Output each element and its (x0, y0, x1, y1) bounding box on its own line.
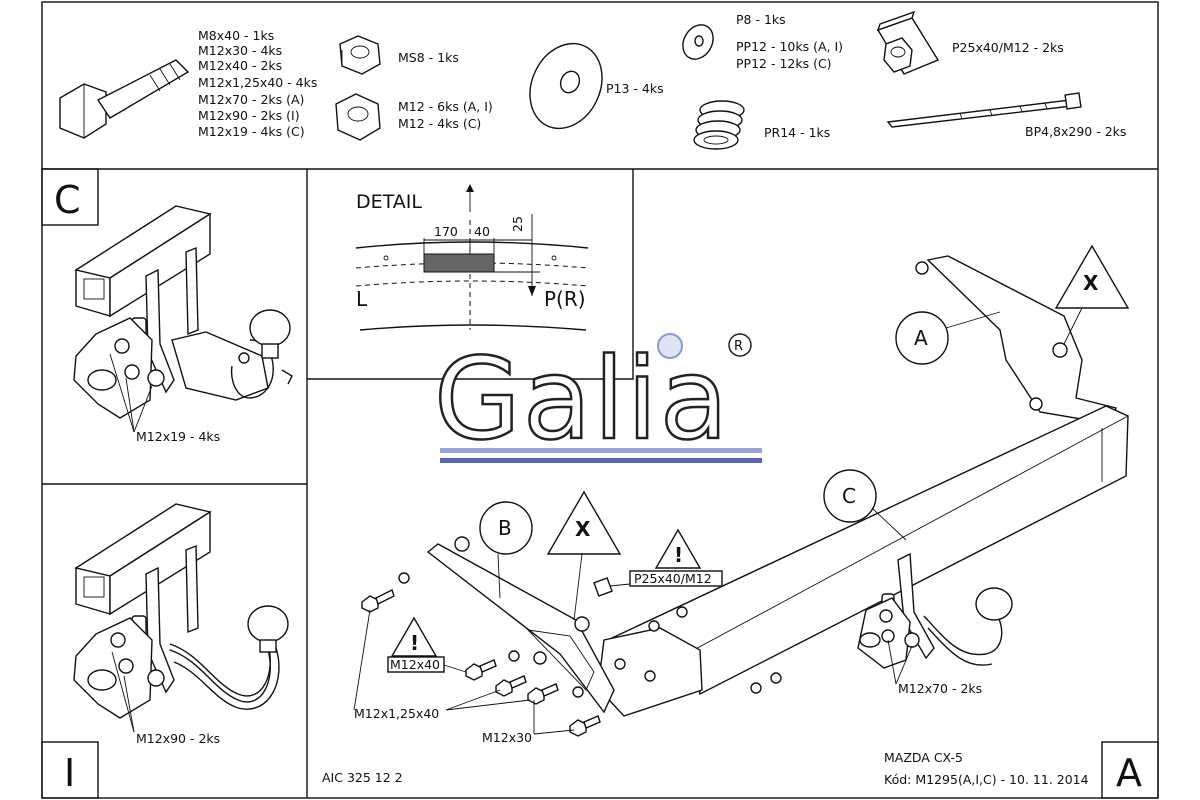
warning-bolt-icon: ! (387, 616, 467, 673)
detail-dimensions (423, 214, 540, 296)
footer-kod: Kód: M1295(A,I,C) - 10. 11. 2014 (884, 772, 1089, 787)
panel-c-callout: M12x19 - 4ks (136, 429, 220, 444)
spring-pr14-label: PR14 - 1ks (764, 125, 830, 140)
bolt-line-4: M12x1,25x40 - 4ks (198, 75, 317, 90)
panel-c-towbar-drawing (73, 205, 293, 419)
main-assembly-drawing (361, 255, 1129, 737)
washer-p13-icon (529, 42, 603, 130)
label-a: A (914, 326, 928, 350)
warning-plate-icon: ! (609, 528, 723, 587)
svg-text:R: R (734, 339, 743, 354)
bolt-line-6: M12x90 - 2ks (I) (198, 108, 300, 123)
nut-m12-line-2: M12 - 4ks (C) (398, 116, 481, 131)
bolt-line-3: M12x40 - 2ks (198, 58, 282, 73)
detail-frame (307, 169, 634, 380)
assembly-callout-lines (353, 609, 913, 735)
svg-text:!: ! (410, 631, 419, 655)
bolt-line-5: M12x70 - 2ks (A) (198, 92, 304, 107)
bolt-line-1: M8x40 - 1ks (198, 28, 274, 43)
cable-tie-icon (886, 92, 1082, 128)
spring-pr14-icon (693, 100, 745, 150)
warning-x-left-icon (546, 490, 622, 621)
nut-m12-icon (335, 93, 381, 141)
warning-plate-label: P25x40/M12 (634, 571, 712, 586)
nut-m12-line-1: M12 - 6ks (A, I) (398, 99, 493, 114)
callout-m12x70: M12x70 - 2ks (898, 681, 982, 696)
dim-25: 25 (510, 216, 525, 232)
cable-tie-label: BP4,8x290 - 2ks (1025, 124, 1126, 139)
detail-bumper-lines (355, 220, 589, 331)
bolt-icon (59, 59, 190, 139)
loose-bolt-icon (361, 589, 395, 613)
nut-ms8-icon (339, 35, 381, 75)
panel-a-letter-box (1101, 741, 1159, 799)
nut-ms8-label: MS8 - 1ks (398, 50, 459, 65)
panel-i-callout-lines (111, 651, 135, 733)
footer-code: AIC 325 12 2 (322, 770, 403, 785)
callout-m12x30: M12x30 (482, 730, 532, 745)
label-c: C (842, 484, 856, 508)
footer-model: MAZDA CX-5 (884, 750, 963, 765)
dim-40: 40 (474, 224, 490, 239)
label-a-circle (895, 311, 1001, 365)
bolt-line-7: M12x19 - 4ks (C) (198, 124, 305, 139)
dim-170: 170 (434, 224, 458, 239)
panel-i-letter: I (64, 751, 75, 795)
washer-p13-label: P13 - 4ks (606, 81, 664, 96)
washer-p8-icon (682, 24, 714, 60)
detail-right-label: P(R) (544, 287, 586, 311)
warning-x-right-icon (1054, 244, 1130, 345)
panel-c-callout-lines (109, 353, 153, 433)
panel-c-letter: C (54, 178, 81, 222)
bolt-line-2: M12x30 - 4ks (198, 43, 282, 58)
panel-c-letter-box (41, 168, 99, 226)
label-b-circle (479, 501, 533, 599)
detail-arrow-icon (466, 184, 474, 212)
panel-i-letter-box (41, 741, 99, 799)
detail-title: DETAIL (356, 191, 422, 213)
plate-p25-icon (876, 10, 940, 75)
warning-x-right: X (1083, 271, 1099, 295)
detail-left-label: L (356, 287, 368, 311)
label-b: B (498, 516, 512, 540)
galia-logo: Galia R (433, 333, 762, 466)
plate-p25-label: P25x40/M12 - 2ks (952, 40, 1064, 55)
washer-p8-label: P8 - 1ks (736, 12, 786, 27)
sheet-frame (41, 1, 1159, 799)
svg-text:!: ! (674, 543, 683, 567)
washer-pp12-line-1: PP12 - 10ks (A, I) (736, 39, 843, 54)
warning-bolt-label: M12x40 (390, 657, 440, 672)
washer-pp12-line-2: PP12 - 12ks (C) (736, 56, 832, 71)
panel-i-callout: M12x90 - 2ks (136, 731, 220, 746)
panel-a-letter: A (1116, 751, 1142, 795)
warning-x-left: X (575, 517, 591, 541)
label-c-circle (823, 469, 907, 541)
logo-text: Galia (434, 335, 730, 465)
panel-i-towbar-drawing (73, 503, 289, 719)
callout-m12x125: M12x1,25x40 (354, 706, 439, 721)
